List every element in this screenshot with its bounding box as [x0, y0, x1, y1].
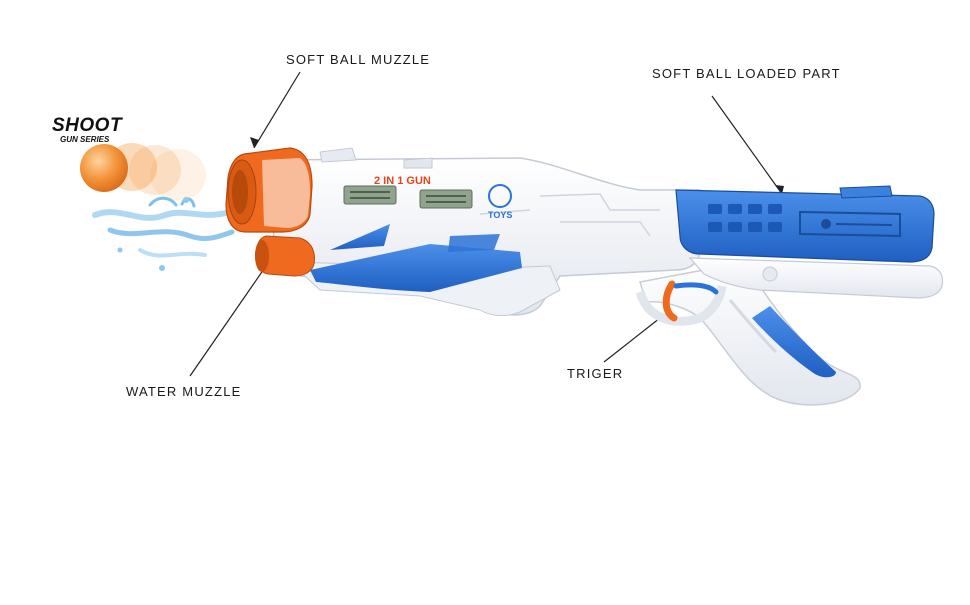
- water-gun: [225, 147, 944, 406]
- trigger-icon: [662, 280, 678, 322]
- product-print-text: 2 IN 1 GUN: [374, 175, 431, 187]
- brand-logo: SHOOT GUN SERIES: [52, 116, 122, 144]
- label-soft-ball-muzzle: SOFT BALL MUZZLE: [286, 52, 431, 67]
- label-soft-ball-loaded-part: SOFT BALL LOADED PART: [652, 66, 841, 81]
- brand-title: SHOOT: [52, 115, 123, 136]
- arrowhead: [250, 137, 259, 148]
- logo-text: TOYS: [488, 210, 512, 220]
- brand-subtitle: GUN SERIES: [60, 135, 110, 144]
- label-trigger: TRIGER: [567, 366, 624, 381]
- label-water-muzzle: WATER MUZZLE: [126, 384, 242, 399]
- soft-ball-icon: [80, 144, 128, 192]
- arrowhead: [775, 185, 784, 194]
- callout-lines: [189, 71, 783, 377]
- water-splash-icon: [92, 196, 235, 271]
- toys-logo: TOYS: [488, 184, 512, 220]
